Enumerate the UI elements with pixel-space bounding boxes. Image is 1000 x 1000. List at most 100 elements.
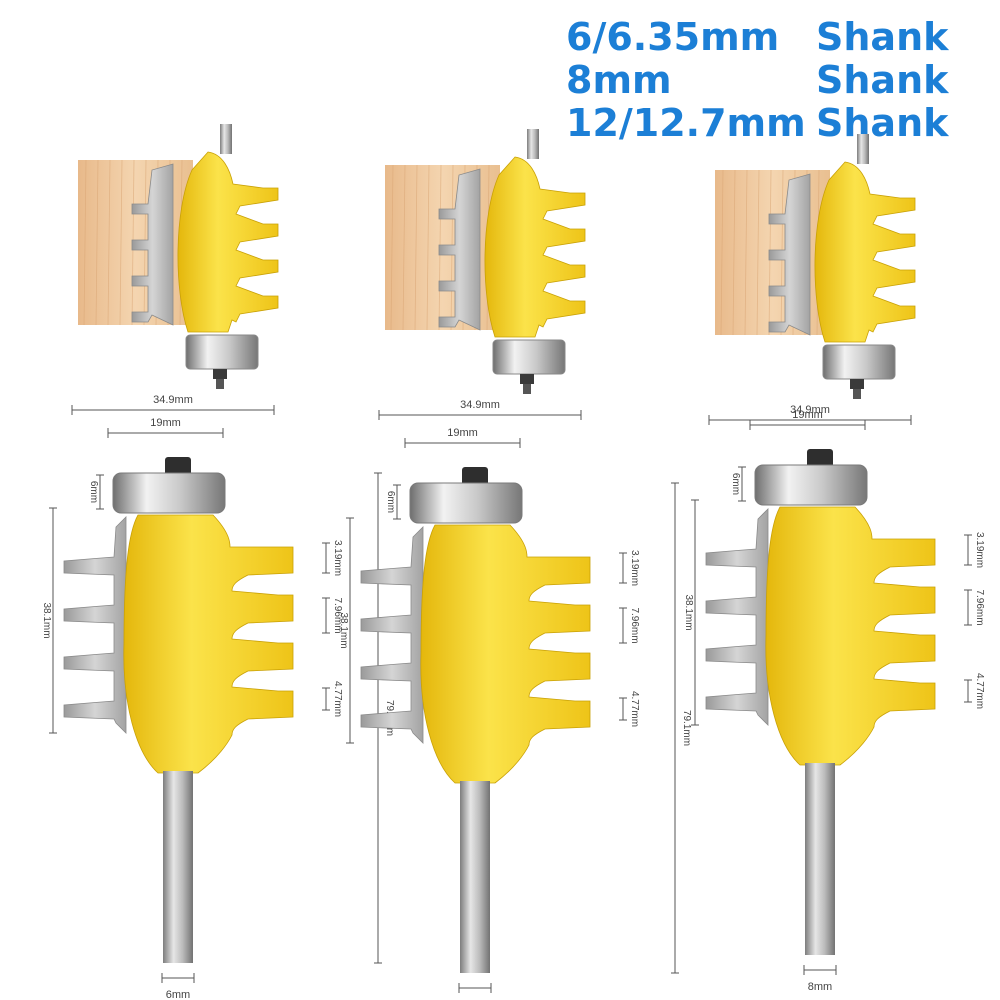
width-dimension: 34.9mm	[378, 399, 582, 420]
yellow-body	[177, 151, 279, 333]
cut-height-dimension: 38.1mm	[41, 507, 57, 734]
bearing-height-dimension: 6mm	[385, 484, 401, 520]
wood-grain	[756, 169, 760, 336]
bearing	[409, 482, 523, 524]
bearing	[822, 344, 896, 380]
wood-grain	[107, 159, 111, 326]
bearing	[185, 334, 259, 370]
dimension-label: 7.96mm	[974, 589, 985, 625]
bit-in-wood-2: 34.9mm	[378, 129, 586, 420]
shank-size-headline: 6/6.35mm Shank 8mm Shank 12/12.7mm Shank	[566, 16, 948, 145]
headline-row: 6/6.35mm Shank	[566, 16, 948, 59]
headline-row: 8mm Shank	[566, 59, 948, 102]
dimension-label: 34.9mm	[153, 394, 193, 406]
wood-grain	[119, 159, 123, 326]
bearing-bolt	[216, 379, 224, 389]
shank-diameter-label: 8mm	[808, 981, 832, 993]
cut-height-dimension: 38.1mm	[683, 499, 699, 726]
yellow-body	[123, 514, 294, 774]
bit-in-wood-3: 34.9mm	[708, 134, 916, 425]
pitch-dimension: 7.96mm	[322, 597, 343, 634]
bearing	[754, 464, 868, 506]
bearing-nut	[850, 379, 864, 389]
top-pin	[527, 129, 539, 159]
width-dimension: 34.9mm	[71, 394, 275, 415]
carbide-cutter	[768, 173, 811, 336]
headline-size: 8mm	[566, 58, 672, 102]
wood-grain	[83, 159, 87, 326]
headline-word: Shank	[816, 15, 949, 59]
dimension-label: 7.96mm	[332, 597, 343, 633]
bearing-height-dimension: 6mm	[88, 474, 104, 510]
headline-word: Shank	[816, 58, 949, 102]
wood-grain	[414, 164, 418, 331]
pitch-dimension: 7.96mm	[619, 607, 640, 644]
tooth-dimension: 3.19mm	[964, 532, 985, 568]
dimension-label: 3.19mm	[332, 540, 343, 576]
dimension-label: 19mm	[792, 409, 823, 421]
gap-dimension: 4.77mm	[619, 691, 640, 727]
dimension-label: 34.9mm	[790, 404, 830, 416]
cut-height-dimension: 38.1mm	[338, 517, 354, 744]
yellow-body	[420, 524, 591, 784]
width-dimension: 34.9mm	[708, 404, 912, 425]
wood-grain	[402, 164, 406, 331]
dimension-label: 34.9mm	[460, 399, 500, 411]
dimension-label: 3.19mm	[974, 532, 985, 568]
carbide-cutter	[63, 516, 127, 734]
dimension-label: 4.77mm	[629, 691, 640, 727]
bearing-nut	[165, 457, 191, 477]
carbide-cutter	[360, 526, 424, 744]
wood-grain	[390, 164, 394, 331]
bit-detail-3: 19mm 6mm 3.19mm 7.96mm 4.77mm 38.1mm 79.1mm 8mm	[683, 409, 985, 993]
dimension-label: 4.77mm	[332, 681, 343, 717]
bearing	[492, 339, 566, 375]
dimension-label: 38.1mm	[338, 612, 349, 648]
tooth-dimension: 3.19mm	[619, 550, 640, 586]
top-pin	[220, 124, 232, 154]
bearing-nut	[807, 449, 833, 469]
wood-grain	[720, 169, 724, 336]
dimension-label: 79.1mm	[681, 710, 692, 746]
yellow-body	[484, 156, 586, 338]
bit-in-wood-1: 34.9mm	[71, 124, 279, 415]
bearing-width-dimension: 19mm	[404, 427, 521, 448]
bearing	[112, 472, 226, 514]
gap-dimension: 4.77mm	[322, 681, 343, 717]
bearing-nut	[213, 369, 227, 379]
dimension-label: 6mm	[730, 473, 741, 495]
wood-grain	[95, 159, 99, 326]
dimension-label: 19mm	[447, 427, 478, 439]
dimension-label: 38.1mm	[41, 602, 52, 638]
wood-grain	[732, 169, 736, 336]
headline-row: 12/12.7mm Shank	[566, 102, 948, 145]
carbide-cutter	[131, 163, 174, 326]
bearing-bolt	[853, 389, 861, 399]
shank-diameter-dimension	[161, 973, 195, 983]
bearing-height-dimension: 6mm	[730, 466, 746, 502]
pitch-dimension: 7.96mm	[964, 589, 985, 626]
yellow-body	[814, 161, 916, 343]
dimension-label: 6mm	[385, 491, 396, 513]
shank-diameter-dimension	[458, 983, 492, 993]
headline-size: 6/6.35mm	[566, 15, 780, 59]
dimension-label: 6mm	[88, 481, 99, 503]
dimension-label: 3.19mm	[629, 550, 640, 586]
carbide-cutter	[705, 508, 769, 726]
bearing-width-dimension: 19mm	[107, 417, 224, 438]
bearing-nut	[462, 467, 488, 487]
headline-size: 12/12.7mm	[566, 101, 806, 145]
wood-grain	[426, 164, 430, 331]
top-pin	[857, 134, 869, 164]
gap-dimension: 4.77mm	[964, 673, 985, 709]
overall-length-dimension: 79.1mm	[671, 482, 692, 974]
dimension-label: 19mm	[150, 417, 181, 429]
yellow-body	[765, 506, 936, 766]
shank	[805, 763, 835, 955]
dimension-label: 38.1mm	[683, 594, 694, 630]
bearing-bolt	[523, 384, 531, 394]
wood-grain	[744, 169, 748, 336]
bit-detail-2: 19mm6mm3.19mm7.96mm4.77mm38.1mm79.1mm6.3…	[338, 427, 692, 1000]
